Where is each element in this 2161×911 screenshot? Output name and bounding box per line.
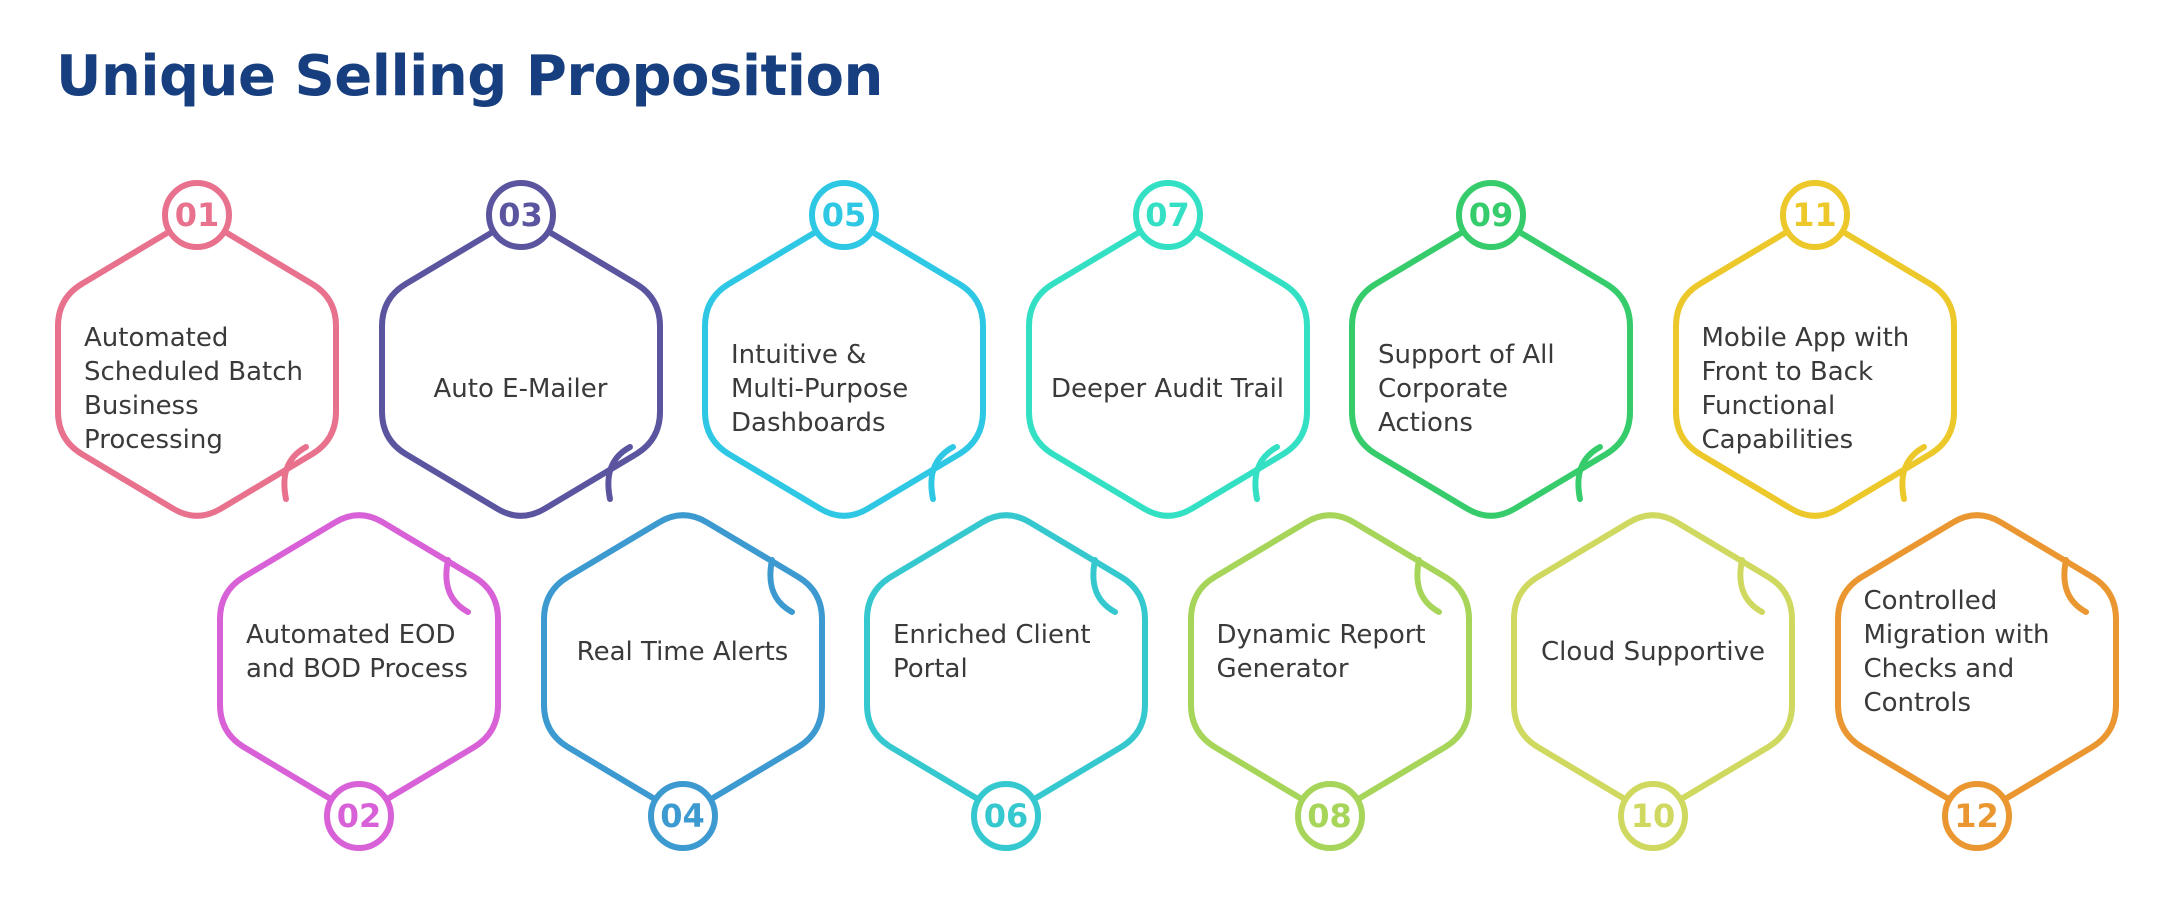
usp-label: Dynamic Report Generator: [1216, 620, 1426, 684]
usp-label: Controlled Migration with Checks and Con…: [1863, 586, 2050, 718]
usp-label: Support of All Corporate Actions: [1378, 340, 1555, 438]
hexagon-outline: [55, 219, 339, 519]
usp-label: Cloud Supportive: [1541, 637, 1765, 667]
step-number-badge: 02: [324, 781, 394, 851]
usp-card: 02 Automated EOD and BOD Process: [217, 488, 501, 851]
step-number-badge: 01: [162, 180, 232, 250]
usp-label: Real Time Alerts: [576, 637, 789, 667]
hexagon-outline: [864, 512, 1148, 812]
hexagon-outline: [378, 219, 663, 519]
page-title: Unique Selling Proposition: [56, 44, 883, 109]
hexagon-outline: [1187, 512, 1472, 812]
hexagon-outline: [1834, 512, 2119, 812]
usp-label: Intuitive & Multi-Purpose Dashboards: [731, 340, 909, 438]
step-number-badge: 10: [1618, 781, 1688, 851]
hexagon-outline: [540, 512, 825, 812]
step-number-badge: 08: [1294, 781, 1365, 851]
usp-card: 12 Controlled Migration with Checks and C…: [1834, 488, 2119, 851]
step-number-badge: 05: [809, 180, 879, 250]
hexagon-outline: [217, 512, 501, 812]
hexagon-outline: [1511, 512, 1795, 812]
hexagon-outline: [1672, 219, 1957, 519]
step-number-badge: 11: [1779, 180, 1850, 250]
step-number-badge: 09: [1456, 180, 1526, 250]
step-number-badge: 03: [485, 180, 556, 250]
usp-label: Enriched Client Portal: [893, 620, 1091, 684]
usp-card: 06 Enriched Client Portal: [864, 488, 1148, 851]
usp-label: Auto E-Mailer: [433, 374, 608, 404]
hexagon-outline: [702, 219, 986, 519]
step-number-badge: 04: [647, 781, 718, 851]
hexagon-outline: [1349, 219, 1633, 519]
usp-card: 04 Real Time Alerts: [540, 488, 825, 851]
usp-card: 08 Dynamic Report Generator: [1187, 488, 1472, 851]
usp-card: 10 Cloud Supportive: [1511, 488, 1795, 851]
usp-label: Deeper Audit Trail: [1050, 374, 1285, 404]
hexagon-outline: [1025, 219, 1310, 519]
step-number-badge: 06: [971, 781, 1041, 851]
usp-label: Mobile App with Front to Back Functional…: [1701, 323, 1910, 455]
step-number-badge: 12: [1941, 781, 2012, 851]
usp-label: Automated EOD and BOD Process: [246, 620, 468, 684]
step-number-badge: 07: [1132, 180, 1203, 250]
usp-label: Automated Scheduled Batch Business Proce…: [84, 323, 303, 455]
